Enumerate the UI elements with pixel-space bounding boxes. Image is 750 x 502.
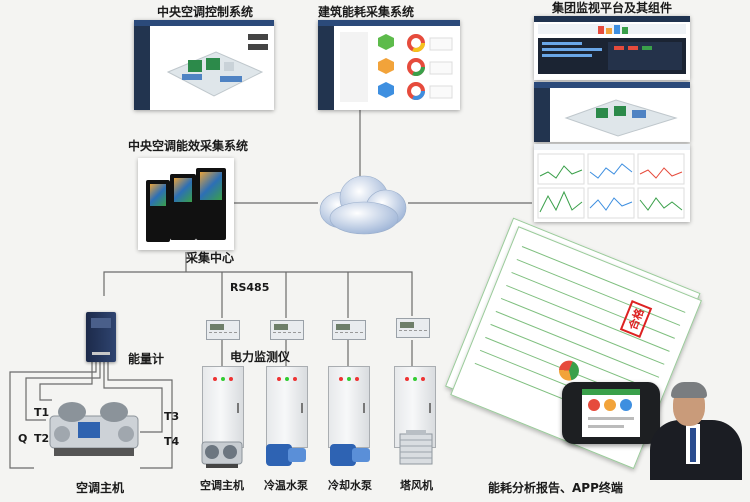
phone-icon	[562, 382, 660, 444]
chiller-label: 空调主机	[200, 479, 244, 492]
electrical-cabinet-icon	[328, 366, 370, 448]
cooling-tower-icon	[399, 430, 433, 465]
power-meter-label: 电力监测仪	[230, 350, 291, 364]
power-meter-icon	[206, 320, 240, 340]
t3-label: T3	[164, 410, 180, 423]
electrical-cabinet-icon	[202, 366, 244, 448]
chiller-icon	[201, 441, 243, 468]
chilled-pump-label: 冷温水泵	[264, 479, 308, 492]
water-pump-icon	[266, 436, 310, 470]
energy-meter-label: 能量计	[128, 352, 165, 366]
collect-center-label: 采集中心	[186, 251, 235, 265]
chiller-left-label: 空调主机	[76, 481, 125, 495]
cloud-icon	[319, 175, 407, 235]
chiller-icon	[49, 402, 139, 456]
cooling-pump-label: 冷却水泵	[328, 479, 372, 492]
rs485-label: RS485	[230, 281, 270, 294]
t4-label: T4	[164, 435, 180, 448]
hvac-control-title: 中央空调控制系统	[157, 5, 254, 19]
t2-label: T2	[34, 432, 50, 445]
report-app-label: 能耗分析报告、APP终端	[488, 481, 623, 495]
water-pump-icon	[330, 436, 374, 470]
group-monitor-title: 集团监视平台及其组件	[552, 1, 673, 15]
tower-fan-label: 塔风机	[400, 479, 433, 492]
q-label: Q	[18, 432, 28, 445]
power-meter-icon	[332, 320, 366, 340]
hvac-control-screenshot	[134, 20, 274, 110]
power-meter-icon	[396, 318, 430, 338]
building-energy-screenshot	[318, 20, 460, 110]
building-energy-title: 建筑能耗采集系统	[318, 5, 415, 19]
electrical-cabinet-icon	[266, 366, 308, 448]
power-meter-icon	[270, 320, 304, 340]
energy-meter-icon	[86, 312, 116, 362]
group-monitor-screenshot-1	[534, 16, 690, 80]
group-monitor-screenshot-2	[534, 82, 690, 142]
group-monitor-screenshot-3	[534, 144, 690, 222]
server-cabinet-icon	[138, 158, 234, 250]
t1-label: T1	[34, 406, 50, 419]
hvac-energy-collect-title: 中央空调能效采集系统	[128, 139, 249, 153]
